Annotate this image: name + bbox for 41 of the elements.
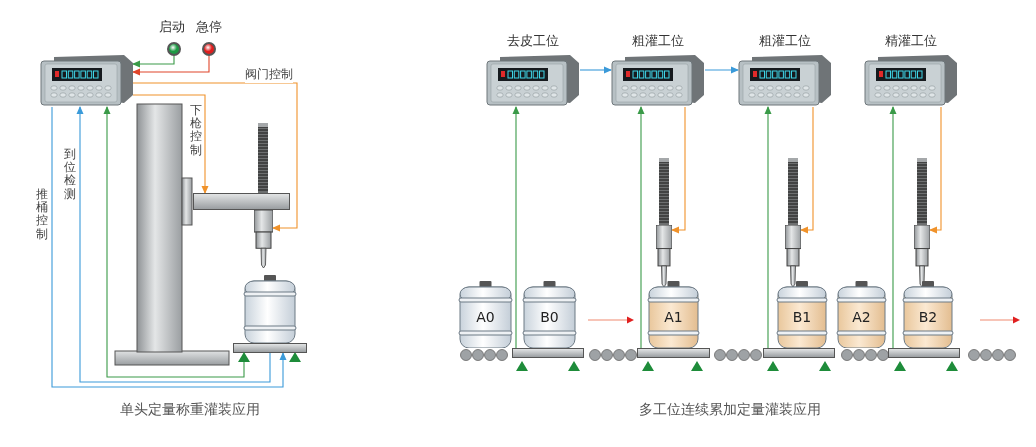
connector-arrow — [132, 55, 175, 68]
connector-arrow — [889, 106, 897, 349]
connector-arrow — [132, 55, 210, 76]
filling-gun-drawing — [254, 210, 273, 268]
button-label: 急停 — [196, 18, 222, 36]
edge-label: 推桶控制 — [36, 188, 48, 241]
connector-arrow — [103, 106, 245, 378]
station-label: 粗灌工位 — [631, 32, 685, 50]
filling-gun-drawing — [785, 225, 801, 287]
scale-platform — [763, 348, 835, 358]
connector-arrow — [764, 106, 772, 349]
connector-arrow — [579, 66, 612, 74]
connector-arrow — [512, 106, 520, 349]
connector-arrow — [800, 106, 814, 234]
connector-arrow — [704, 66, 739, 74]
scale-platform — [637, 348, 710, 358]
scale-platform — [512, 348, 584, 358]
scale-platform — [233, 343, 307, 353]
filling-gun-drawing — [656, 225, 672, 287]
connector-arrow — [637, 106, 645, 349]
connector-arrow — [51, 106, 287, 388]
station-label: 粗灌工位 — [758, 32, 812, 50]
load-cell-icon — [238, 352, 250, 362]
edge-label: 下枪控制 — [190, 104, 202, 157]
caption: 多工位连续累加定量灌装应用 — [639, 401, 821, 419]
station-label: 精灌工位 — [884, 32, 938, 50]
stop-button — [202, 42, 216, 56]
connector-arrow — [132, 82, 298, 232]
edge-label: 阀门控制 — [245, 66, 293, 83]
button-label: 启动 — [159, 18, 185, 36]
connector-arrow — [671, 106, 686, 234]
start-button — [167, 42, 181, 56]
connector-arrow — [76, 106, 271, 383]
edge-label: 到位检测 — [64, 148, 76, 201]
scale-platform — [888, 348, 960, 358]
connector-arrow — [132, 94, 209, 194]
caption: 单头定量称重灌装应用 — [120, 401, 260, 419]
filling-gun-drawing — [914, 225, 930, 287]
connector-arrow — [929, 106, 942, 234]
station-label: 去皮工位 — [506, 32, 560, 50]
weighing-indicator-drawing — [40, 55, 133, 107]
